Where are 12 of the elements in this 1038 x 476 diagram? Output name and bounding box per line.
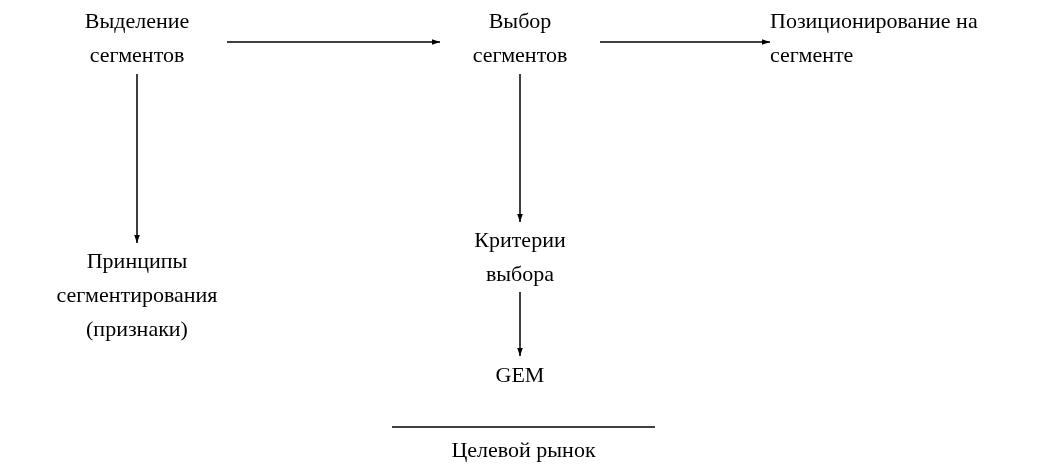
arrow <box>517 73 523 223</box>
node-label: Критерии выбора <box>473 226 567 288</box>
arrow <box>517 291 523 357</box>
node-label: Выбор сегментов <box>471 7 569 69</box>
arrow <box>226 39 441 45</box>
node-label: Позиционирование на сегменте <box>770 7 979 69</box>
arrow <box>599 39 771 45</box>
node-label: Целевой рынок <box>451 436 596 464</box>
node-label: Принципы сегментирования (признаки) <box>55 247 219 343</box>
node-label: GEM <box>495 361 545 389</box>
arrow <box>134 73 140 244</box>
node-label: Выделение сегментов <box>83 7 191 69</box>
